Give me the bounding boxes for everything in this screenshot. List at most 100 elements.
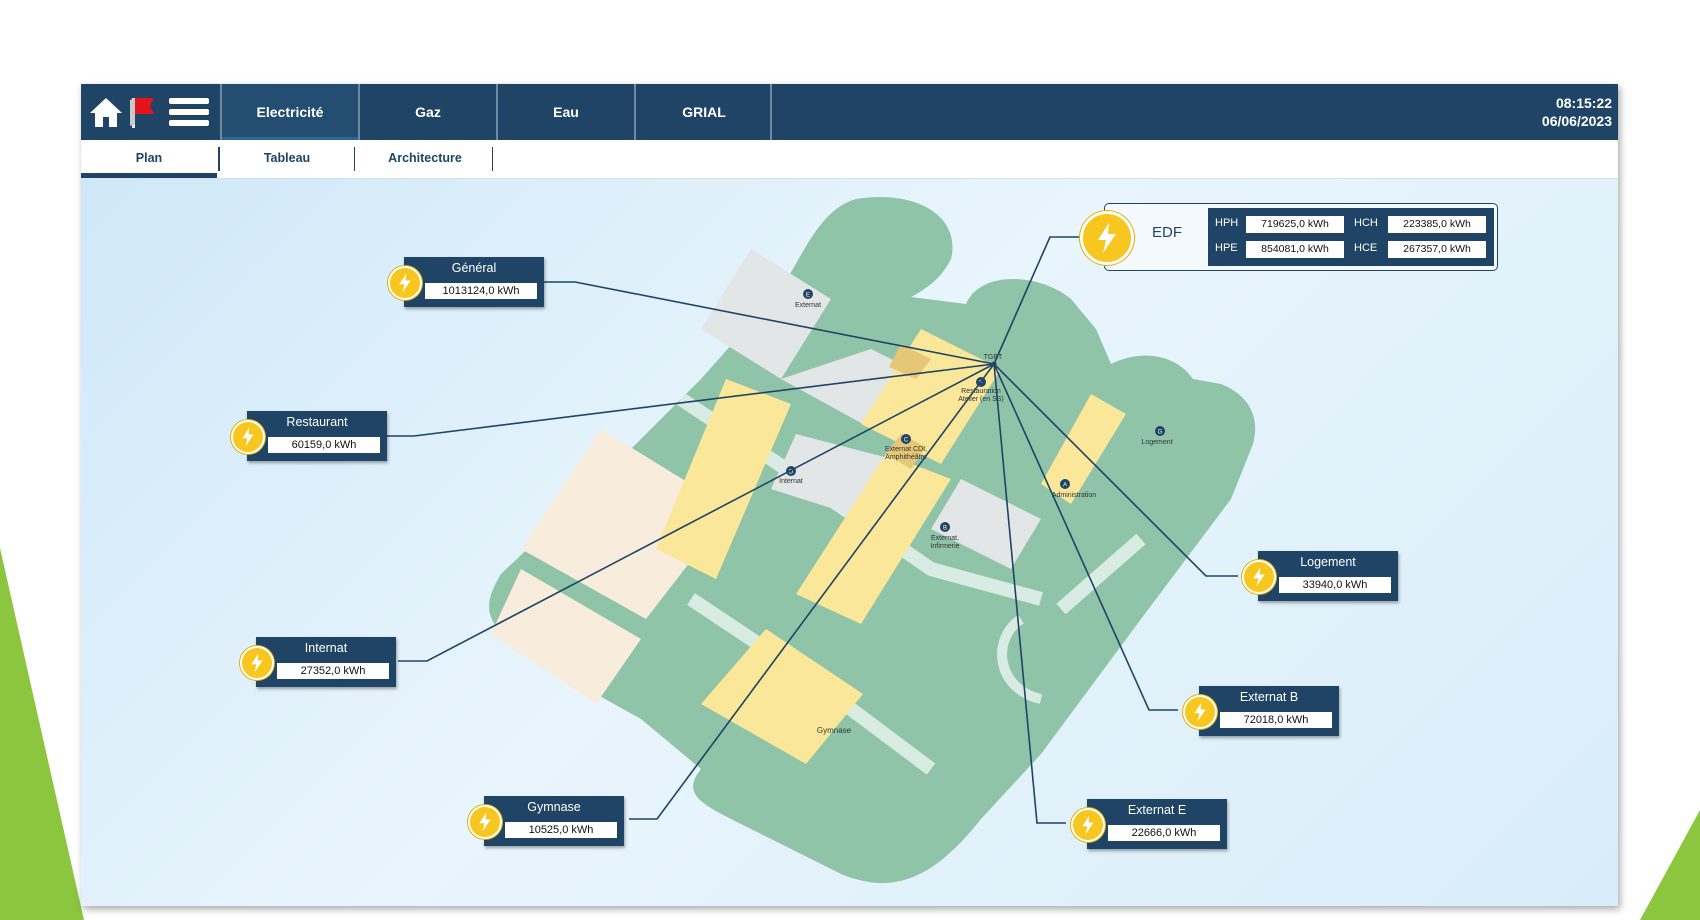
building-d <box>656 379 791 579</box>
lightning-icon <box>251 653 263 673</box>
clock-date: 06/06/2023 <box>1541 113 1612 129</box>
sand-area <box>521 429 731 619</box>
meter-name: Général <box>451 261 497 275</box>
meter-value: 27352,0 kWh <box>277 663 389 679</box>
subtab-architecture[interactable]: Architecture <box>357 140 493 176</box>
subtab-label: Architecture <box>388 151 462 165</box>
connection-lines <box>386 236 1238 824</box>
flag-icon <box>130 98 154 128</box>
line-edf <box>993 236 1081 365</box>
edf-readings-table: HPH 719625,0 kWh HCH 223385,0 kWh HPE 85… <box>1208 208 1494 266</box>
line-gymnase <box>629 363 995 820</box>
tab-eau[interactable]: Eau <box>496 84 634 140</box>
meter-name: Externat E <box>1127 803 1187 817</box>
sub-navigation-bar: Plan Tableau Architecture <box>81 140 1618 180</box>
campus-road-curve <box>997 614 1043 704</box>
subtab-divider <box>218 147 220 171</box>
svg-text:F: F <box>979 381 983 387</box>
meter-internat-bolt <box>240 646 274 680</box>
building-label-gymnase: Gymnase <box>817 726 852 735</box>
meter-value: 22666,0 kWh <box>1108 825 1220 841</box>
svg-text:Amphithéâtre: Amphithéâtre <box>885 454 927 461</box>
meter-general[interactable]: Général 1013124,0 kWh <box>404 257 544 307</box>
site-map: E Externat F Restauration Atelier (en SS… <box>386 197 1256 883</box>
edf-hpe-value: 854081,0 kWh <box>1246 241 1344 258</box>
svg-text:Infirmerie: Infirmerie <box>930 543 959 550</box>
tab-gaz[interactable]: Gaz <box>358 84 496 140</box>
svg-text:Externat: Externat <box>795 302 821 309</box>
clock: 08:15:22 06/06/2023 <box>1542 94 1612 130</box>
green-corner-right <box>1640 810 1700 920</box>
building-marker-e: E Externat <box>795 289 821 309</box>
meter-general-bolt <box>388 266 422 300</box>
edf-hpe-key: HPE <box>1215 242 1238 254</box>
meter-restaurant-bolt <box>231 420 265 454</box>
edf-hch-value: 223385,0 kWh <box>1388 216 1486 233</box>
sand-area-2 <box>491 569 641 704</box>
line-general <box>544 281 995 365</box>
svg-text:B: B <box>943 526 947 532</box>
top-navigation-bar: Electricité Gaz Eau GRIAL 08:15:22 06/06… <box>81 84 1618 141</box>
meter-value: 10525,0 kWh <box>505 822 617 838</box>
meter-gymnase-bolt <box>468 805 502 839</box>
meter-name: Restaurant <box>286 415 348 429</box>
meter-externat-b[interactable]: Externat B 72018,0 kWh <box>1199 686 1339 736</box>
meter-name: Gymnase <box>527 800 581 814</box>
meter-restaurant[interactable]: Restaurant 60159,0 kWh <box>247 411 387 461</box>
svg-text:Atelier (en SS): Atelier (en SS) <box>958 396 1004 403</box>
meter-value: 60159,0 kWh <box>268 437 380 453</box>
svg-text:Externat CDI,: Externat CDI, <box>885 446 927 453</box>
edf-label: EDF <box>1152 224 1182 241</box>
meter-name: Externat B <box>1239 690 1299 704</box>
home-button[interactable] <box>87 84 125 140</box>
shared-block <box>886 434 926 469</box>
meter-name: Internat <box>304 641 348 655</box>
edf-hce-key: HCE <box>1354 242 1378 254</box>
main-menu-button[interactable] <box>167 84 211 140</box>
meter-gymnase[interactable]: Gymnase 10525,0 kWh <box>484 796 624 846</box>
edf-hce-value: 267357,0 kWh <box>1388 241 1486 258</box>
tab-electricite[interactable]: Electricité <box>220 84 358 141</box>
building-a <box>931 479 1041 569</box>
edf-panel[interactable]: EDF HPH 719625,0 kWh HCH 223385,0 kWh HP… <box>1080 203 1498 271</box>
tgbt-label: TGBT <box>984 354 1003 361</box>
edf-bolt-badge <box>1080 211 1134 265</box>
subtab-plan[interactable]: Plan <box>81 140 217 178</box>
svg-text:C: C <box>904 438 909 444</box>
building-marker-c: C Externat CDI, Amphithéâtre <box>885 434 927 461</box>
svg-text:E: E <box>806 293 810 299</box>
green-corner-left <box>0 548 84 920</box>
tab-label: Eau <box>553 104 579 120</box>
svg-text:Externat,: Externat, <box>931 535 959 542</box>
building-b <box>796 454 951 624</box>
svg-text:A: A <box>1063 483 1067 489</box>
meter-externat-b-bolt <box>1183 695 1217 729</box>
lightning-icon <box>1253 567 1265 587</box>
tgbt-node <box>991 361 997 367</box>
line-externat-b <box>993 363 1178 711</box>
site-plan-view: E Externat F Restauration Atelier (en SS… <box>81 179 1618 906</box>
building-g <box>1041 394 1126 504</box>
subtab-tableau[interactable]: Tableau <box>219 140 355 176</box>
meter-name: Logement <box>1300 555 1356 569</box>
edf-hch-key: HCH <box>1354 217 1378 229</box>
scada-window: Electricité Gaz Eau GRIAL 08:15:22 06/06… <box>81 84 1618 906</box>
edf-hph-key: HPH <box>1215 217 1239 229</box>
tab-grial[interactable]: GRIAL <box>634 84 772 140</box>
meter-externat-e[interactable]: Externat E 22666,0 kWh <box>1087 799 1227 849</box>
meter-value: 33940,0 kWh <box>1279 577 1391 593</box>
line-logement <box>993 363 1238 577</box>
svg-text:G: G <box>1158 430 1163 436</box>
edf-hph-value: 719625,0 kWh <box>1246 216 1344 233</box>
meter-value: 1013124,0 kWh <box>425 283 537 299</box>
lightning-icon <box>1098 223 1116 253</box>
clock-time: 08:15:22 <box>1555 95 1612 111</box>
tab-label: Gaz <box>415 104 441 120</box>
meter-internat[interactable]: Internat 27352,0 kWh <box>256 637 396 687</box>
menu-icon <box>169 98 209 126</box>
lightning-icon <box>1082 815 1094 835</box>
svg-text:Administration: Administration <box>1052 492 1096 499</box>
tab-label: GRIAL <box>682 104 726 120</box>
meter-logement[interactable]: Logement 33940,0 kWh <box>1258 551 1398 601</box>
alarm-flag-button[interactable] <box>125 84 159 140</box>
